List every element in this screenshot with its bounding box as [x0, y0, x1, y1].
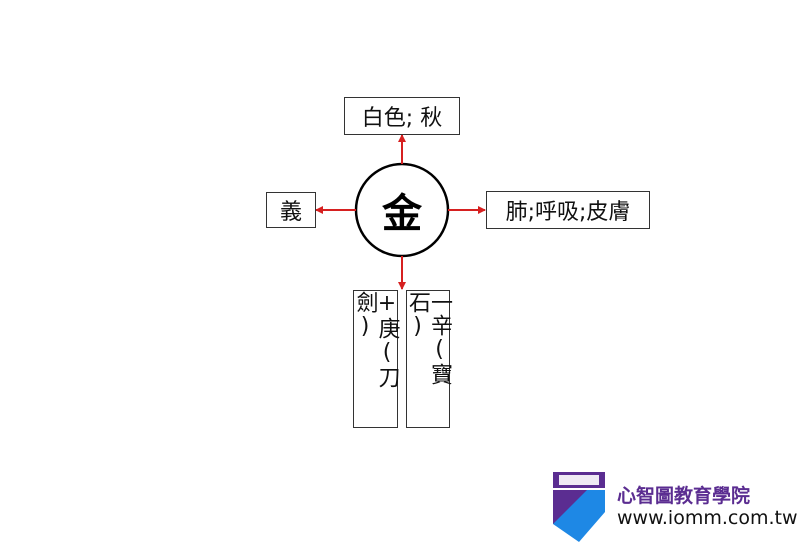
right-box: 肺;呼吸;皮膚: [486, 191, 650, 229]
bottom-left-box: +庚(刀劍): [352, 290, 400, 428]
brand-logo-icon: [553, 472, 605, 546]
top-box: 白色; 秋: [344, 97, 460, 135]
center-element-label: 金: [382, 191, 422, 237]
left-box-label: 義: [279, 200, 302, 225]
bottom-right-box-label: 一辛(寶石): [405, 291, 452, 386]
brand-name: 心智圖教育學院: [617, 485, 751, 507]
top-box-label: 白色; 秋: [361, 106, 443, 131]
brand-url[interactable]: www.iomm.com.tw: [617, 507, 798, 529]
left-box: 義: [266, 192, 316, 228]
bottom-right-box: 一辛(寶石): [405, 290, 452, 428]
right-box-label: 肺;呼吸;皮膚: [505, 200, 631, 225]
bottom-left-box-label: +庚(刀劍): [352, 291, 400, 389]
